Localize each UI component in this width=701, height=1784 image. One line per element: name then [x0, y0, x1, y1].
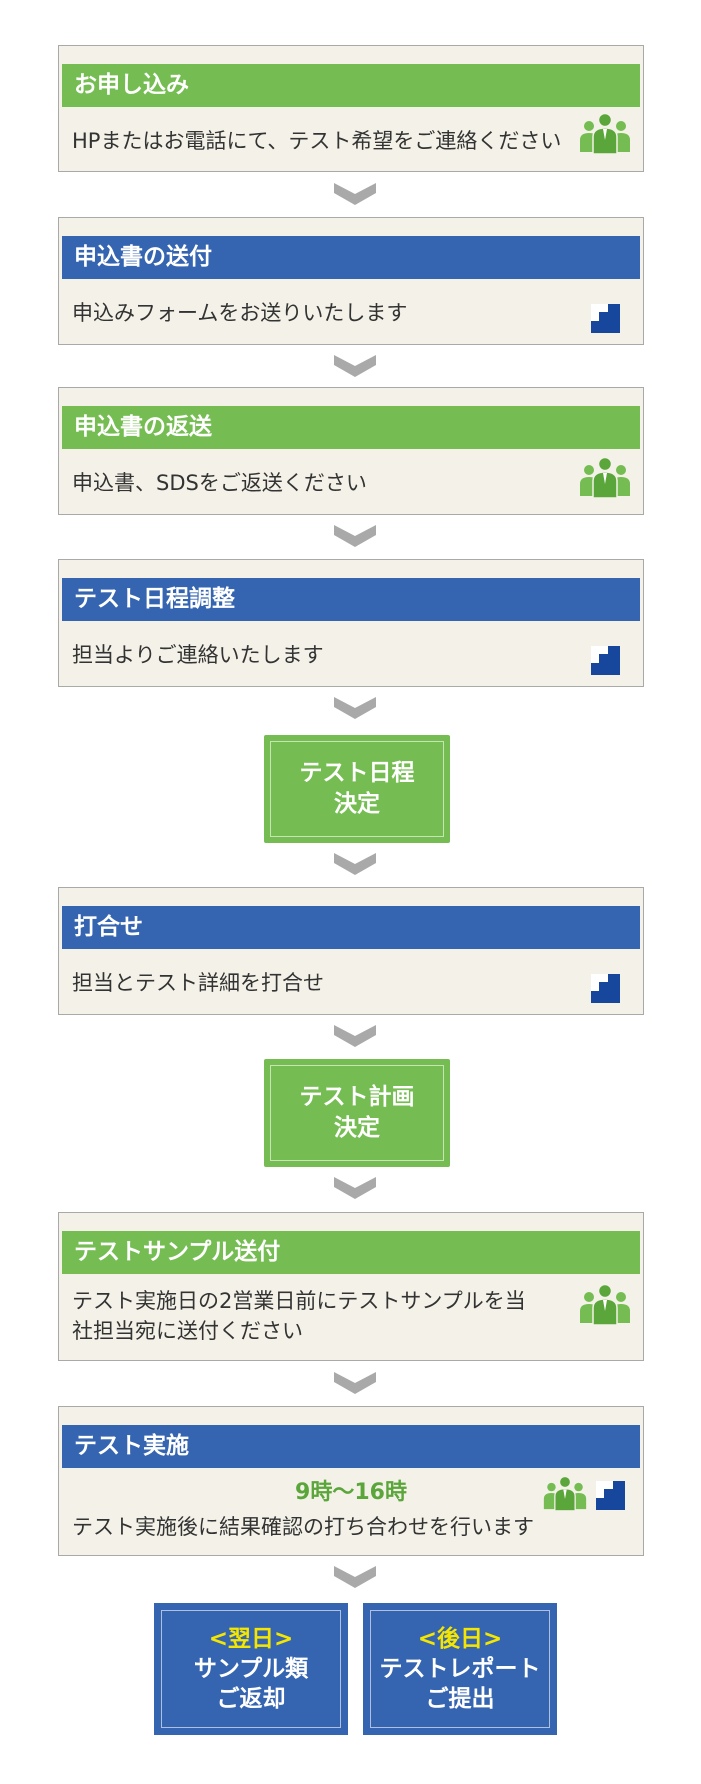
step-application: お申し込み HPまたはお電話にて、テスト希望をご連絡ください: [58, 45, 644, 172]
decision-schedule-fixed: テスト日程 決定: [264, 735, 450, 843]
final-label: サンプル類: [193, 1656, 309, 1682]
step-title: テスト実施: [62, 1425, 640, 1468]
final-label: テストレポート: [379, 1656, 541, 1682]
final-tag: <後日>: [417, 1626, 503, 1652]
step-description: HPまたはお電話にて、テスト希望をご連絡ください: [72, 129, 562, 153]
step-title: 申込書の送付: [62, 236, 640, 279]
chevron-down-icon: [334, 183, 376, 205]
test-time: 9時〜16時: [295, 1480, 407, 1505]
company-logo-icon: [591, 304, 620, 333]
chevron-down-icon: [334, 1025, 376, 1047]
chevron-down-icon: [334, 525, 376, 547]
step-description-line: 社担当宛に送付ください: [72, 1319, 303, 1343]
final-label: ご返却: [216, 1686, 286, 1712]
company-logo-icon: [591, 646, 620, 675]
step-sample-sending: テストサンプル送付 テスト実施日の2営業日前にテストサンプルを当 社担当宛に送付…: [58, 1212, 644, 1361]
step-description: 担当とテスト詳細を打合せ: [72, 971, 324, 995]
step-description: テスト実施後に結果確認の打ち合わせを行います: [72, 1515, 534, 1539]
step-title: テスト日程調整: [62, 578, 640, 621]
company-logo-icon: [596, 1481, 625, 1510]
company-logo-icon: [591, 974, 620, 1003]
decision-plan-fixed: テスト計画 決定: [264, 1059, 450, 1167]
final-report-submission: <後日> テストレポート ご提出: [363, 1603, 557, 1735]
decision-label: 決定: [334, 791, 380, 817]
step-schedule-adjust: テスト日程調整 担当よりご連絡いたします: [58, 559, 644, 687]
people-group-icon: [579, 456, 631, 498]
decision-label: テスト計画: [299, 1084, 415, 1110]
step-test-execution: テスト実施 9時〜16時 テスト実施後に結果確認の打ち合わせを行います: [58, 1406, 644, 1556]
people-group-icon: [579, 112, 631, 154]
step-description: 申込書、SDSをご返送ください: [72, 471, 367, 495]
step-description: 申込みフォームをお送りいたします: [72, 301, 408, 325]
chevron-down-icon: [334, 1177, 376, 1199]
chevron-down-icon: [334, 1566, 376, 1588]
step-description-line: テスト実施日の2営業日前にテストサンプルを当: [72, 1289, 526, 1313]
step-description: 担当よりご連絡いたします: [72, 643, 324, 667]
people-group-icon: [543, 1475, 587, 1511]
final-tag: <翌日>: [208, 1626, 294, 1652]
final-label: ご提出: [425, 1686, 495, 1712]
step-form-sending: 申込書の送付 申込みフォームをお送りいたします: [58, 217, 644, 345]
chevron-down-icon: [334, 1372, 376, 1394]
chevron-down-icon: [334, 355, 376, 377]
chevron-down-icon: [334, 853, 376, 875]
final-sample-return: <翌日> サンプル類 ご返却: [154, 1603, 348, 1735]
people-group-icon: [579, 1283, 631, 1325]
step-title: テストサンプル送付: [62, 1231, 640, 1274]
step-form-return: 申込書の返送 申込書、SDSをご返送ください: [58, 387, 644, 515]
chevron-down-icon: [334, 697, 376, 719]
step-description: テスト実施日の2営業日前にテストサンプルを当 社担当宛に送付ください: [72, 1286, 526, 1346]
decision-label: テスト日程: [299, 760, 415, 786]
step-title: お申し込み: [62, 64, 640, 107]
step-meeting: 打合せ 担当とテスト詳細を打合せ: [58, 887, 644, 1015]
step-title: 打合せ: [62, 906, 640, 949]
step-title: 申込書の返送: [62, 406, 640, 449]
decision-label: 決定: [334, 1115, 380, 1141]
